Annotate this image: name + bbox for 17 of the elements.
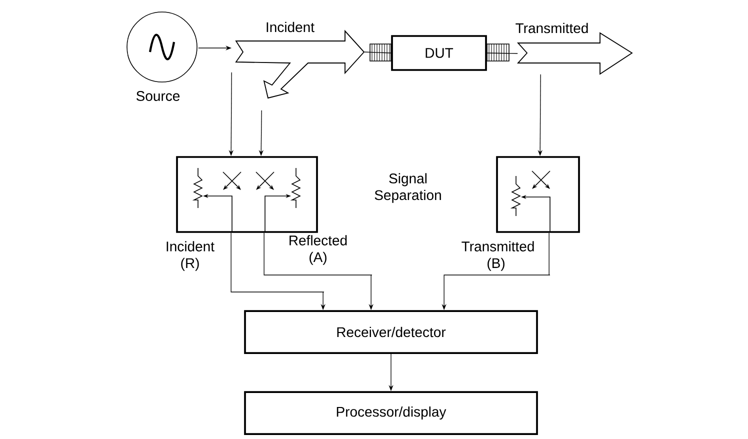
edge-label: Transmitted (B) (462, 241, 534, 271)
node-label: Transmitted (516, 22, 588, 34)
processor-box: Processor/display (244, 391, 538, 435)
edge-label: Reflected (A) (290, 235, 347, 265)
source-circle (126, 12, 198, 82)
signal-band: Incident (235, 22, 365, 99)
node-caption: Source (136, 91, 180, 101)
device-box: DUT (391, 35, 487, 71)
edge-label: Incident (R) (166, 241, 214, 271)
coupler-box (176, 156, 318, 233)
label: Signal Separation (374, 173, 441, 203)
cable-connector (364, 44, 392, 62)
node-label: Incident (266, 22, 314, 32)
receiver-box: Receiver/detector (244, 310, 538, 354)
cable-connector (486, 44, 518, 62)
signal-band: Transmitted (516, 22, 633, 75)
coupler-box (496, 156, 580, 233)
